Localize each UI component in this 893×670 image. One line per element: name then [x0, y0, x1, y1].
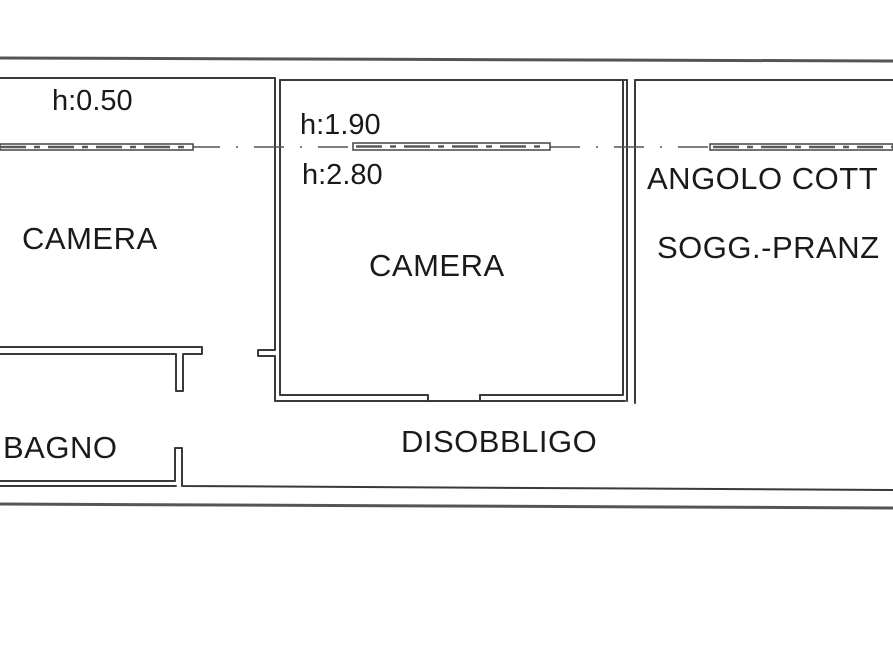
height-label-left: h:0.50 [52, 85, 133, 117]
room-label-camera-center: CAMERA [369, 248, 505, 283]
room-label-camera-left: CAMERA [22, 221, 158, 256]
room-label-bagno: BAGNO [3, 430, 117, 465]
height-label-center-top: h:1.90 [300, 109, 381, 141]
wall-bagno [0, 346, 893, 491]
room-label-soggiorno-pranzo: SOGG.-PRANZ [657, 230, 880, 265]
window-left [0, 143, 194, 151]
outer-boundary [0, 56, 893, 510]
window-center [352, 142, 551, 151]
top-wall [0, 77, 893, 81]
window-right [709, 143, 893, 151]
height-label-center-bottom: h:2.80 [302, 159, 383, 191]
wall-right-camera [626, 79, 636, 404]
wall-left-camera [257, 77, 626, 402]
room-label-angolo-cottura: ANGOLO COTT [647, 161, 878, 196]
room-label-disobbligo: DISOBBLIGO [401, 424, 597, 459]
